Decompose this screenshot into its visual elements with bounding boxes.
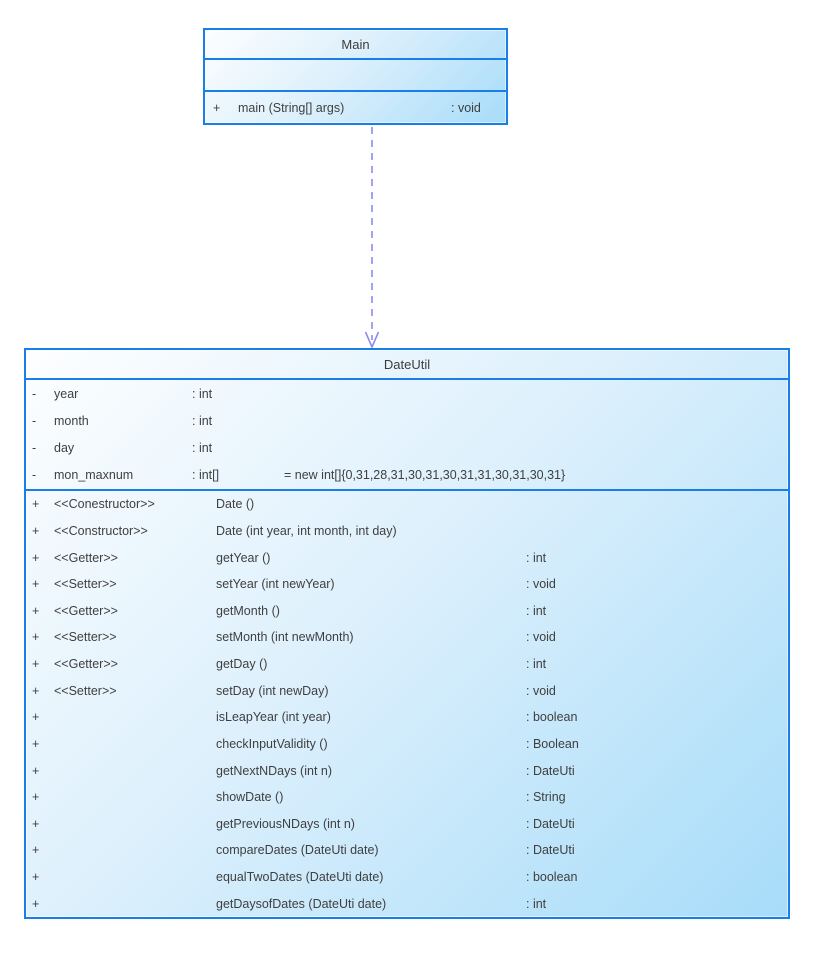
return-type: : String [526,790,566,805]
visibility-marker: + [32,763,40,778]
attribute-default: = new int[]{0,31,28,31,30,31,30,31,31,30… [284,468,566,483]
attribute-name: day [54,441,75,456]
class-title: DateUtil [26,350,788,380]
method-signature: setYear (int newYear) [216,577,335,592]
class-box-main[interactable]: Main + main (String[] args) : void [203,28,508,125]
attribute-type: : int [192,386,213,401]
return-type: : DateUti [526,843,575,858]
method-stereotype: <<Constructor>> [54,523,148,538]
class-title: Main [205,30,506,60]
return-type: : DateUti [526,816,575,831]
method-signature: getMonth () [216,603,280,618]
method-row: + getNextNDays (int n) : DateUti [26,764,788,778]
visibility-marker: - [32,386,37,401]
return-type: : void [526,630,556,645]
return-type: : boolean [526,870,578,885]
method-row: + <<Setter>> setDay (int newDay) : void [26,684,788,698]
return-type: : void [526,683,556,698]
method-row: + <<Getter>> getMonth () : int [26,604,788,618]
visibility-marker: - [32,413,37,428]
method-signature: Date () [216,497,255,512]
class-box-dateutil[interactable]: DateUtil - year : int - month : int - da… [24,348,790,919]
return-type: : void [526,577,556,592]
method-row: + getDaysofDates (DateUti date) : int [26,897,788,911]
attribute-row: - year : int [26,387,788,401]
visibility-marker: - [32,441,37,456]
method-signature: Date (int year, int month, int day) [216,523,397,538]
return-type: : int [526,550,547,565]
method-stereotype: <<Getter>> [54,550,118,565]
visibility-marker: - [32,468,37,483]
method-signature: showDate () [216,790,284,805]
attribute-row: - month : int [26,414,788,428]
return-type: : Boolean [526,736,579,751]
method-signature: getNextNDays (int n) [216,763,333,778]
visibility-marker: + [213,100,221,115]
method-row: + compareDates (DateUti date) : DateUti [26,843,788,857]
visibility-marker: + [32,790,40,805]
method-row: + showDate () : String [26,790,788,804]
method-row: + equalTwoDates (DateUti date) : boolean [26,870,788,884]
method-stereotype: <<Setter>> [54,577,117,592]
method-stereotype: <<Getter>> [54,657,118,672]
method-row: + <<Setter>> setMonth (int newMonth) : v… [26,630,788,644]
attributes-compartment-main [205,60,506,92]
method-row: + <<Conestructor>> Date () [26,497,788,511]
return-type: : int [526,896,547,911]
visibility-marker: + [32,603,40,618]
method-row: + getPreviousNDays (int n) : DateUti [26,817,788,831]
return-type: : int [526,603,547,618]
method-signature: getDaysofDates (DateUti date) [216,896,387,911]
visibility-marker: + [32,630,40,645]
attributes-compartment-dateutil: - year : int - month : int - day : int -… [26,380,788,491]
attribute-type: : int[] [192,468,220,483]
method-signature: main (String[] args) [238,100,345,115]
attribute-row: - day : int [26,441,788,455]
return-type: : DateUti [526,763,575,778]
attribute-name: mon_maxnum [54,468,134,483]
visibility-marker: + [32,497,40,512]
method-row: + <<Getter>> getDay () : int [26,657,788,671]
visibility-marker: + [32,657,40,672]
method-stereotype: <<Setter>> [54,630,117,645]
visibility-marker: + [32,577,40,592]
methods-compartment-main: + main (String[] args) : void [205,92,506,123]
method-signature: isLeapYear (int year) [216,710,331,725]
method-stereotype: <<Conestructor>> [54,497,155,512]
method-stereotype: <<Getter>> [54,603,118,618]
visibility-marker: + [32,523,40,538]
visibility-marker: + [32,870,40,885]
method-row: + isLeapYear (int year) : boolean [26,710,788,724]
return-type: : int [526,657,547,672]
return-type: : void [451,100,481,115]
method-signature: compareDates (DateUti date) [216,843,379,858]
attribute-name: month [54,413,89,428]
method-signature: getPreviousNDays (int n) [216,816,355,831]
attribute-type: : int [192,413,213,428]
methods-compartment-dateutil: + <<Conestructor>> Date () + <<Construct… [26,491,788,917]
visibility-marker: + [32,710,40,725]
visibility-marker: + [32,550,40,565]
method-row: + <<Setter>> setYear (int newYear) : voi… [26,577,788,591]
method-signature: setDay (int newDay) [216,683,329,698]
visibility-marker: + [32,816,40,831]
method-signature: equalTwoDates (DateUti date) [216,870,384,885]
visibility-marker: + [32,736,40,751]
method-row: + main (String[] args) : void [205,101,506,115]
method-signature: setMonth (int newMonth) [216,630,354,645]
visibility-marker: + [32,843,40,858]
method-row: + <<Constructor>> Date (int year, int mo… [26,524,788,538]
method-row: + <<Getter>> getYear () : int [26,551,788,565]
method-stereotype: <<Setter>> [54,683,117,698]
attribute-row: - mon_maxnum : int[] = new int[]{0,31,28… [26,468,788,482]
method-signature: checkInputValidity () [216,736,328,751]
attribute-type: : int [192,441,213,456]
visibility-marker: + [32,896,40,911]
return-type: : boolean [526,710,578,725]
method-signature: getDay () [216,657,268,672]
method-signature: getYear () [216,550,271,565]
attribute-name: year [54,386,79,401]
visibility-marker: + [32,683,40,698]
method-row: + checkInputValidity () : Boolean [26,737,788,751]
